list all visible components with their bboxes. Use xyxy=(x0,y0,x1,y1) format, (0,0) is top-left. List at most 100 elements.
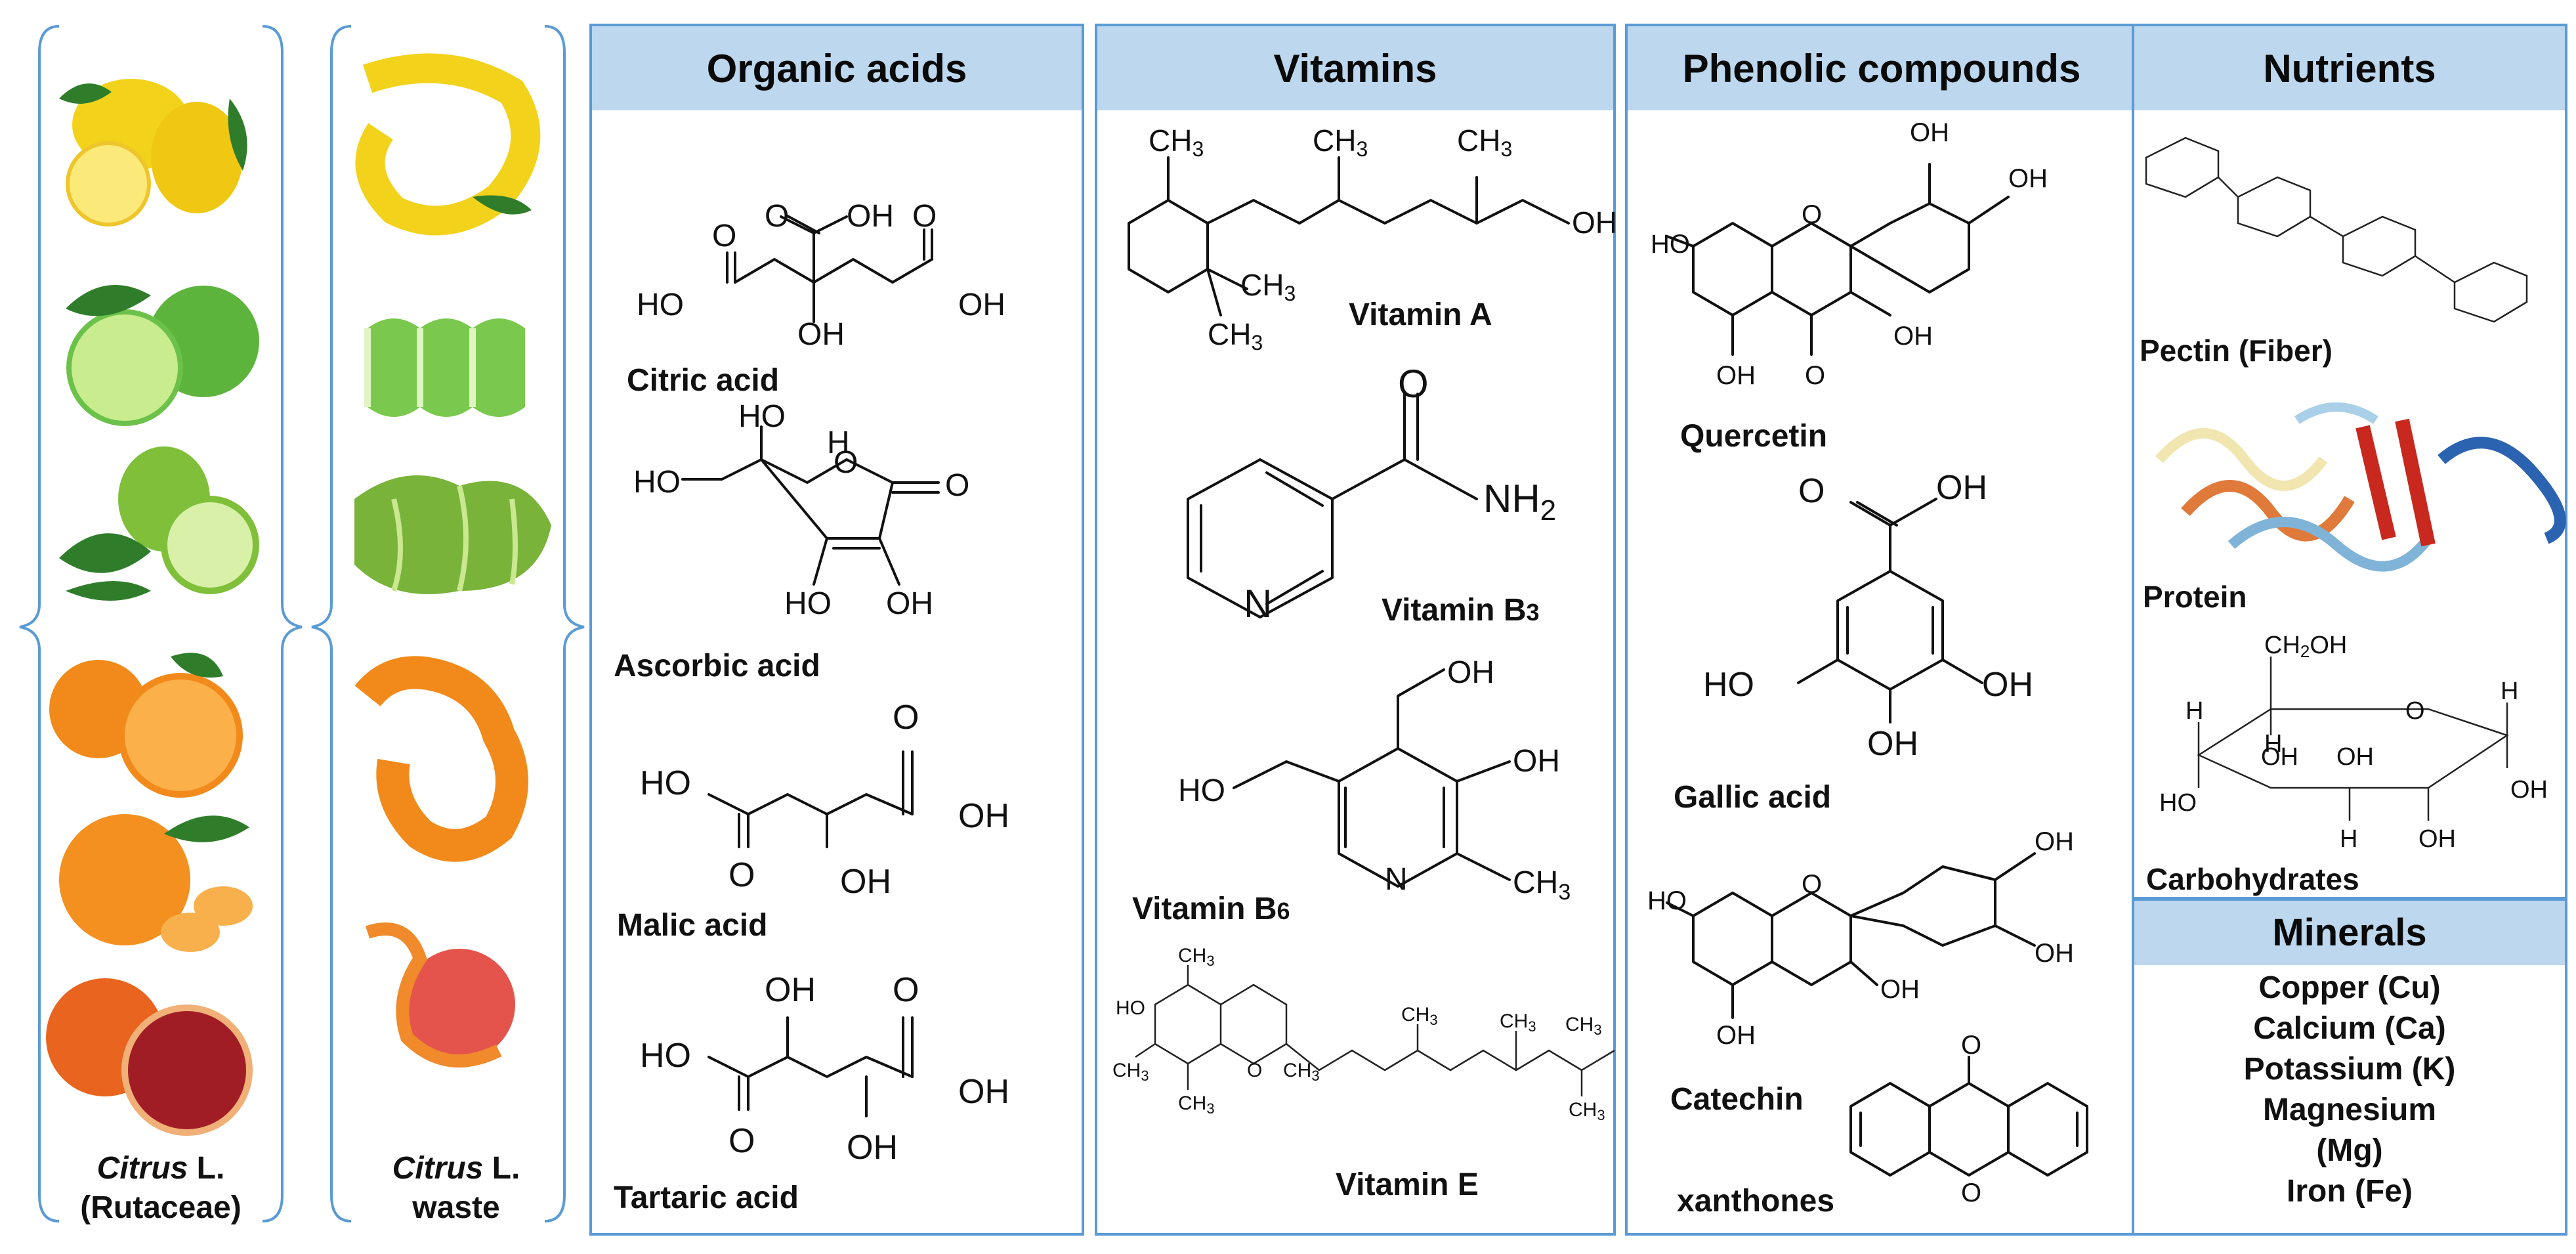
atom-label: OH xyxy=(2336,743,2374,771)
atom-label: OH xyxy=(958,1073,1009,1111)
mineral-item: Iron (Fe) xyxy=(2287,1174,2413,1209)
waste-column-label-line2: waste xyxy=(412,1190,499,1225)
atom-label: CH3 xyxy=(1178,1092,1215,1117)
atom-label: OH xyxy=(1936,469,1987,507)
malic-acid-label: Malic acid xyxy=(617,908,767,943)
ascorbic-acid-structure: HO HO H O O HO OH xyxy=(633,399,969,621)
fruit-column-label: Citrus L. xyxy=(97,1151,225,1186)
fruit-column-label-line2: (Rutaceae) xyxy=(80,1190,241,1225)
atom-label: O xyxy=(945,468,969,503)
minerals-header xyxy=(2134,901,2565,965)
vitamin-a-structure: CH3 CH3 CH3 CH3 CH3 OH xyxy=(1128,123,1617,355)
blood-orange-peel-image xyxy=(365,922,515,1068)
atom-label: OH xyxy=(2008,164,2048,193)
bergamot-image xyxy=(59,446,259,601)
atom-label: H xyxy=(2264,730,2282,758)
organic-acids-title: Organic acids xyxy=(707,47,967,91)
atom-label: OH xyxy=(847,199,894,234)
mineral-item: Potassium (K) xyxy=(2244,1052,2456,1087)
xanthones-label: xanthones xyxy=(1677,1184,1834,1219)
atom-label: HO xyxy=(784,586,832,621)
citrus-waste-column: Citrus L. waste xyxy=(311,25,585,1225)
atom-label: OH xyxy=(2035,827,2074,856)
atom-label: OH xyxy=(2261,743,2298,771)
nutrients-panel: Nutrients Pectin (Fiber) Protein CH2OH O xyxy=(2132,24,2567,899)
tartaric-acid-structure: HO OH O OH O OH xyxy=(640,971,1009,1167)
atom-label: OH xyxy=(840,863,891,901)
atom-label: HO xyxy=(633,465,681,500)
atom-label: HO xyxy=(1178,773,1225,808)
atom-label: O xyxy=(728,1122,755,1160)
atom-label: H xyxy=(2501,678,2518,705)
mineral-item: Calcium (Ca) xyxy=(2253,1011,2445,1046)
atom-label: OH xyxy=(1880,975,1920,1004)
mineral-item: Copper (Cu) xyxy=(2258,970,2440,1005)
atom-label: OH xyxy=(765,971,816,1009)
atom-label: O xyxy=(893,971,919,1009)
atom-label: CH3 xyxy=(1565,1014,1602,1038)
atom-label: CH3 xyxy=(1500,1010,1536,1035)
atom-label: O xyxy=(1805,361,1825,390)
atom-label: CH3 xyxy=(1513,865,1571,905)
atom-label: OH xyxy=(2035,939,2074,968)
atom-label: OH xyxy=(2418,825,2456,853)
orange-peel-image xyxy=(354,656,528,862)
vitamins-header xyxy=(1097,26,1613,110)
nutrients-title: Nutrients xyxy=(2263,47,2436,91)
atom-label: H xyxy=(2185,697,2203,725)
atom-label: CH2OH xyxy=(2264,632,2347,661)
gallic-acid-label: Gallic acid xyxy=(1674,780,1831,815)
atom-label: OH xyxy=(1572,205,1617,240)
atom-label: OH xyxy=(1910,118,1949,147)
vitamin-b3-label: Vitamin B3 xyxy=(1382,593,1540,628)
atom-label: OH xyxy=(847,1129,898,1167)
atom-label: HO xyxy=(640,764,691,802)
atom-label: OH xyxy=(886,586,933,621)
atom-label: NH2 xyxy=(1483,477,1556,527)
atom-label: O xyxy=(1247,1060,1262,1081)
pectin-label: Pectin (Fiber) xyxy=(2140,334,2333,368)
quercetin-structure: HO O OH O OH OH OH xyxy=(1651,118,2048,390)
atom-label: O xyxy=(1961,1178,1981,1207)
atom-label: O xyxy=(893,699,919,737)
lime-image xyxy=(66,285,259,426)
vitamin-a-label: Vitamin A xyxy=(1349,297,1492,332)
catechin-structure: HO O OH OH OH OH xyxy=(1647,827,2074,1050)
atom-label: CH3 xyxy=(1149,123,1204,161)
vitamin-b6-structure: OH OH HO N CH3 xyxy=(1178,655,1571,905)
atom-label: CH3 xyxy=(1240,268,1296,305)
atom-label: OH xyxy=(1982,666,2033,704)
atom-label: HO xyxy=(1651,230,1690,259)
gallic-acid-structure: O OH HO OH OH xyxy=(1703,469,2033,763)
atom-label: O xyxy=(1802,870,1822,899)
atom-label: O xyxy=(728,856,755,894)
citric-acid-label: Citric acid xyxy=(627,363,779,398)
atom-label: N xyxy=(1244,582,1272,626)
phenolic-compounds-panel: Phenolic compounds HO O OH O OH OH OH Qu… xyxy=(1625,24,2140,1236)
vitamins-title: Vitamins xyxy=(1274,47,1437,91)
protein-image xyxy=(2155,402,2566,572)
atom-label: OH xyxy=(797,317,845,352)
minerals-panel: Minerals Copper (Cu) Calcium (Ca) Potass… xyxy=(2132,898,2567,1236)
citrus-fruit-column: Citrus L. (Rutaceae) xyxy=(19,25,303,1225)
phenolic-title: Phenolic compounds xyxy=(1683,47,2081,91)
nutrients-frame xyxy=(2132,24,2567,899)
atom-label: O xyxy=(834,445,858,480)
waste-column-label: Citrus L. xyxy=(392,1151,520,1186)
vitamin-b3-structure: N O NH2 xyxy=(1187,362,1556,626)
atom-label: O xyxy=(712,219,736,253)
atom-label: HO xyxy=(738,399,786,434)
vitamins-frame xyxy=(1095,24,1616,1236)
orange-image xyxy=(49,653,243,798)
atom-label: OH xyxy=(2510,776,2548,804)
vitamin-e-label: Vitamin E xyxy=(1336,1167,1479,1202)
phenolic-frame xyxy=(1625,24,2140,1236)
mandarin-image xyxy=(59,814,253,952)
phenolic-header xyxy=(1628,26,2137,110)
waste-column-brace xyxy=(311,25,585,1222)
atom-label: H xyxy=(2340,825,2357,853)
atom-label: HO xyxy=(1703,666,1754,704)
atom-label: CH3 xyxy=(1313,123,1368,161)
xanthones-structure: O O xyxy=(1849,1031,2088,1207)
